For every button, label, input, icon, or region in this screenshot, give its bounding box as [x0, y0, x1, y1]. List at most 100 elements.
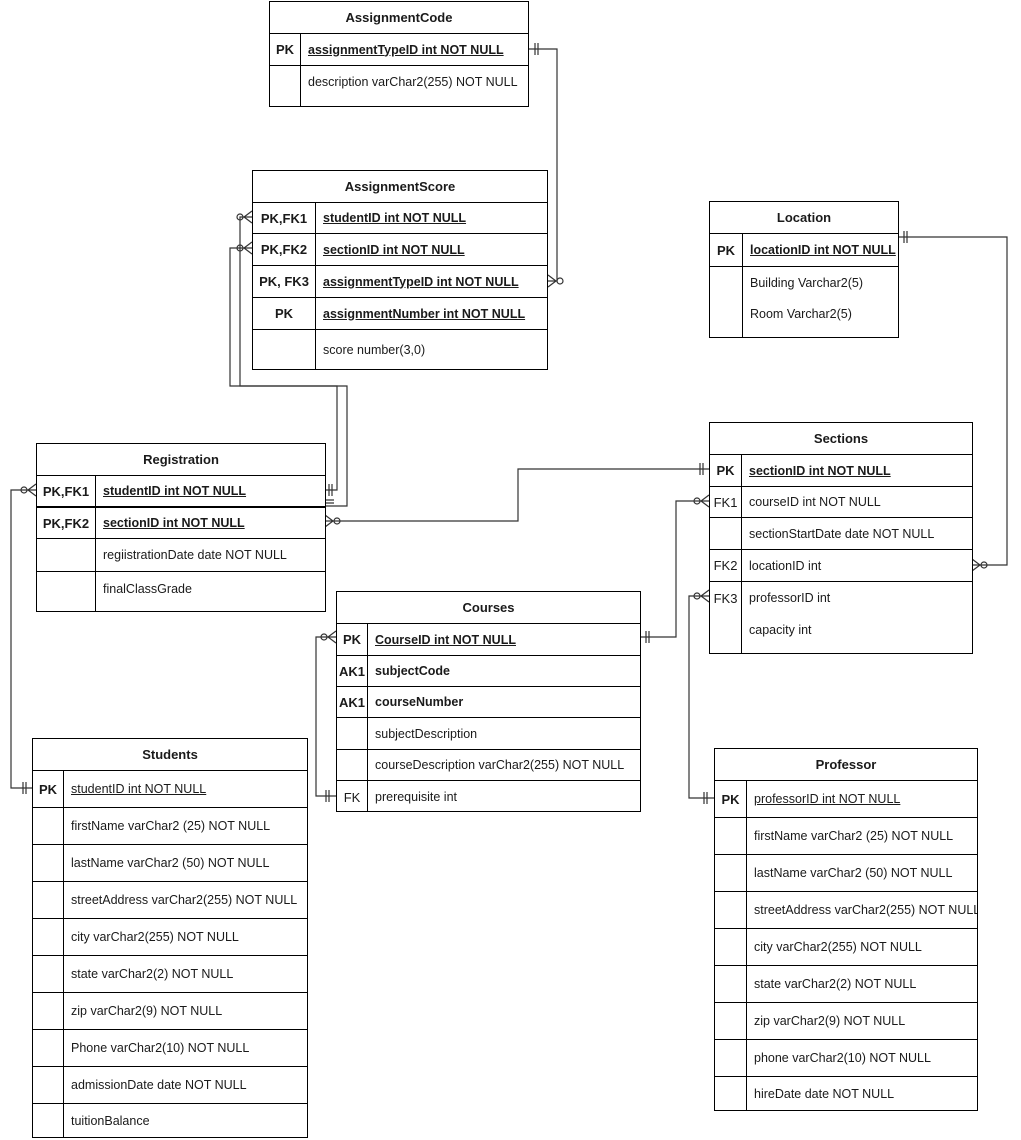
- entity-row[interactable]: PK assignmentTypeID int NOT NULL: [270, 34, 528, 66]
- field-label: score number(3,0): [323, 343, 426, 357]
- entity-row[interactable]: FK1 courseID int NOT NULL: [710, 487, 972, 518]
- entity-row[interactable]: PK professorID int NOT NULL: [715, 781, 977, 818]
- entity-row[interactable]: PK,FK2 sectionID int NOT NULL: [253, 234, 547, 266]
- field-label: lastName varChar2 (50) NOT NULL: [754, 866, 953, 880]
- key-label: [715, 929, 746, 965]
- entity-row[interactable]: streetAddress varChar2(255) NOT NULL: [33, 882, 307, 919]
- entity-row[interactable]: PK studentID int NOT NULL: [33, 771, 307, 808]
- entity-row[interactable]: FK prerequisite int: [337, 781, 640, 813]
- field-label: studentID int NOT NULL: [323, 211, 467, 225]
- entity-row[interactable]: score number(3,0): [253, 330, 547, 370]
- entity-title: Location: [710, 202, 898, 234]
- entity-title: AssignmentCode: [270, 2, 528, 34]
- field-label: sectionID int NOT NULL: [749, 463, 891, 478]
- entity-row[interactable]: PK,FK1 studentID int NOT NULL: [253, 203, 547, 234]
- key-label: PK: [38, 781, 58, 797]
- entity-row[interactable]: state varChar2(2) NOT NULL: [33, 956, 307, 993]
- zero-many-marker: [693, 592, 701, 600]
- entity-row[interactable]: PK CourseID int NOT NULL: [337, 624, 640, 656]
- entity-row[interactable]: PK,FK1 studentID int NOT NULL: [37, 476, 325, 508]
- entity-row[interactable]: AK1 subjectCode: [337, 656, 640, 687]
- entity-row[interactable]: regiistrationDate date NOT NULL: [37, 539, 325, 572]
- field-label: CourseID int NOT NULL: [375, 632, 516, 647]
- one-only-marker: [699, 463, 704, 475]
- entity-row[interactable]: firstName varChar2 (25) NOT NULL: [33, 808, 307, 845]
- key-label: [37, 572, 95, 606]
- entity-row[interactable]: zip varChar2(9) NOT NULL: [715, 1003, 977, 1040]
- zero-many-marker: [20, 486, 28, 494]
- rel-sections-registration: [325, 468, 709, 522]
- key-label: AK1: [338, 663, 365, 679]
- entity-row[interactable]: hireDate date NOT NULL: [715, 1077, 977, 1111]
- entity-row[interactable]: sectionStartDate date NOT NULL: [710, 518, 972, 550]
- rel-courses-prerequisite: [315, 636, 336, 797]
- key-label: [33, 919, 63, 955]
- entity-row[interactable]: phone varChar2(10) NOT NULL: [715, 1040, 977, 1077]
- entity-row[interactable]: Building Varchar2(5): [710, 267, 898, 298]
- entity-row[interactable]: PK sectionID int NOT NULL: [710, 455, 972, 487]
- entity-assignment-score[interactable]: AssignmentScore PK,FK1 studentID int NOT…: [252, 170, 548, 370]
- key-label: [715, 1077, 746, 1111]
- entity-row[interactable]: finalClassGrade: [37, 572, 325, 606]
- entity-row[interactable]: PK,FK2 sectionID int NOT NULL: [37, 508, 325, 539]
- entity-row[interactable]: firstName varChar2 (25) NOT NULL: [715, 818, 977, 855]
- key-label: [710, 614, 741, 646]
- key-label: [33, 1067, 63, 1103]
- entity-row[interactable]: FK2 locationID int: [710, 550, 972, 582]
- entity-row[interactable]: courseDescription varChar2(255) NOT NULL: [337, 750, 640, 781]
- entity-row[interactable]: PK, FK3 assignmentTypeID int NOT NULL: [253, 266, 547, 298]
- key-label: FK1: [713, 494, 738, 510]
- entity-row[interactable]: streetAddress varChar2(255) NOT NULL: [715, 892, 977, 929]
- entity-row[interactable]: lastName varChar2 (50) NOT NULL: [33, 845, 307, 882]
- entity-row[interactable]: admissionDate date NOT NULL: [33, 1067, 307, 1104]
- key-label: [710, 518, 741, 549]
- field-label: zip varChar2(9) NOT NULL: [71, 1004, 223, 1018]
- field-label: Building Varchar2(5): [750, 275, 864, 290]
- key-label: PK: [716, 463, 735, 478]
- zero-many-marker: [333, 517, 341, 525]
- entity-row[interactable]: subjectDescription: [337, 718, 640, 750]
- entity-row[interactable]: PK locationID int NOT NULL: [710, 234, 898, 267]
- entity-row[interactable]: description varChar2(255) NOT NULL: [270, 66, 528, 98]
- entity-courses[interactable]: Courses PK CourseID int NOT NULL AK1 sub…: [336, 591, 641, 812]
- entity-row[interactable]: PK assignmentNumber int NOT NULL: [253, 298, 547, 330]
- field-label: courseNumber: [375, 695, 464, 709]
- entity-title: Sections: [710, 423, 972, 455]
- entity-row[interactable]: city varChar2(255) NOT NULL: [33, 919, 307, 956]
- zero-many-marker: [27, 483, 37, 497]
- entity-professor[interactable]: Professor PK professorID int NOT NULL fi…: [714, 748, 978, 1111]
- zero-many-marker: [320, 633, 328, 641]
- field-label: regiistrationDate date NOT NULL: [103, 548, 287, 562]
- entity-row[interactable]: zip varChar2(9) NOT NULL: [33, 993, 307, 1030]
- field-label: state varChar2(2) NOT NULL: [754, 977, 917, 991]
- entity-title: Courses: [337, 592, 640, 624]
- field-label: locationID int: [749, 558, 822, 573]
- entity-row[interactable]: state varChar2(2) NOT NULL: [715, 966, 977, 1003]
- entity-row[interactable]: Phone varChar2(10) NOT NULL: [33, 1030, 307, 1067]
- entity-registration[interactable]: Registration PK,FK1 studentID int NOT NU…: [36, 443, 326, 612]
- entity-row[interactable]: tuitionBalance: [33, 1104, 307, 1138]
- zero-many-marker: [693, 497, 701, 505]
- key-label: PK: [716, 242, 736, 258]
- key-label: [33, 993, 63, 1029]
- entity-row[interactable]: lastName varChar2 (50) NOT NULL: [715, 855, 977, 892]
- key-label: [33, 1030, 63, 1066]
- key-label: PK: [274, 306, 294, 321]
- entity-row[interactable]: Room Varchar2(5): [710, 298, 898, 329]
- field-label: Room Varchar2(5): [750, 306, 852, 321]
- entity-row[interactable]: AK1 courseNumber: [337, 687, 640, 718]
- field-label: professorID int: [749, 591, 831, 605]
- entity-location[interactable]: Location PK locationID int NOT NULL Buil…: [709, 201, 899, 338]
- entity-row[interactable]: city varChar2(255) NOT NULL: [715, 929, 977, 966]
- key-label: [715, 818, 746, 854]
- key-label: [715, 1040, 746, 1076]
- entity-sections[interactable]: Sections PK sectionID int NOT NULL FK1 c…: [709, 422, 973, 654]
- zero-many-marker: [236, 244, 244, 252]
- entity-row[interactable]: capacity int: [710, 614, 972, 646]
- field-label: finalClassGrade: [103, 582, 192, 596]
- zero-many-marker: [243, 210, 253, 224]
- zero-many-marker: [700, 589, 710, 603]
- entity-assignment-code[interactable]: AssignmentCode PK assignmentTypeID int N…: [269, 1, 529, 107]
- entity-row[interactable]: FK3 professorID int: [710, 582, 972, 614]
- entity-students[interactable]: Students PK studentID int NOT NULL first…: [32, 738, 308, 1138]
